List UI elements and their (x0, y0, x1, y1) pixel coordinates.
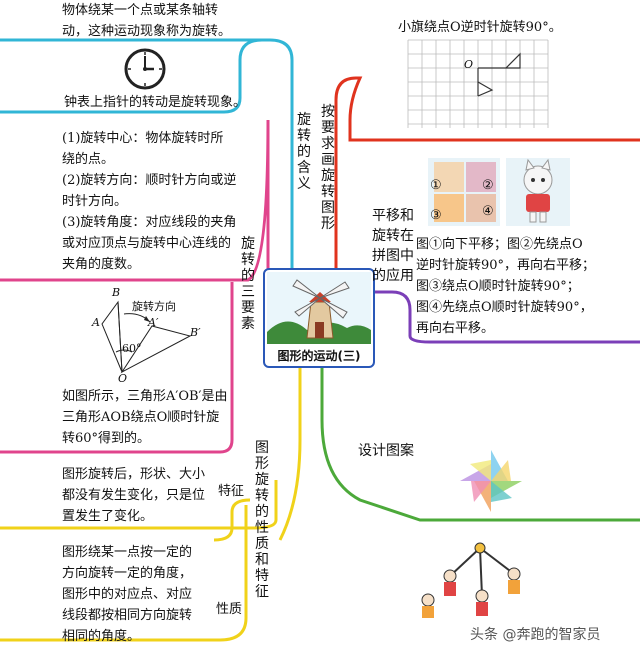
feature-line: 置发生了变化。 (62, 509, 154, 524)
point-label-a-prime: A′ (148, 316, 159, 329)
property-line: 相同的角度。 (62, 629, 141, 644)
meaning-def-line: 动，这种运动现象称为旋转。 (62, 24, 232, 39)
point-label-b: B (112, 286, 121, 299)
piece-number: ③ (430, 208, 442, 223)
windmill-illustration (267, 272, 371, 344)
property-label: 性质 (216, 602, 243, 617)
piece-number: ① (430, 178, 442, 193)
puzzle-label-line: 拼图中 (372, 248, 414, 264)
elements-line: (1)旋转中心：物体旋转时所 (62, 131, 224, 146)
center-node: 图形的运动(三) (263, 268, 375, 368)
elements-line: 时针方向。 (62, 194, 128, 209)
point-label-o: O (118, 372, 128, 385)
center-title: 图形的运动(三) (277, 349, 361, 363)
feature-text: 图形旋转后，形状、大小 都没有发生变化，只是位 置发生了变化。 (62, 464, 205, 527)
branch-label-properties: 图形旋转的性质和特征 (255, 440, 269, 600)
figure-caption: 如图所示，三角形A′OB′是由 三角形AOB绕点O顺时针旋 转60°得到的。 (62, 386, 228, 449)
grid-o-label: O (464, 58, 474, 71)
meaning-definition: 物体绕某一个点或某条轴转 动，这种运动现象称为旋转。 (62, 0, 231, 42)
point-label-a: A (92, 316, 100, 329)
branch-line-puzzle (371, 290, 640, 344)
property-line: 方向旋转一定的角度， (62, 566, 193, 581)
branch-line-design (320, 366, 640, 522)
rotation-figure: B A A′ B′ O 60° 旋转方向 (80, 286, 220, 385)
angle-label: 60° (122, 342, 142, 355)
puzzle-label-line: 旋转在 (372, 228, 414, 244)
branch-line-elements (0, 119, 270, 300)
elements-line: (3)旋转角度：对应线段的夹角 (62, 215, 237, 230)
elements-line: 夹角的度数。 (62, 257, 141, 272)
puzzle-step-line: 再向右平移。 (416, 321, 495, 336)
caption-line: 转60°得到的。 (62, 431, 151, 446)
branch-label-design: 设计图案 (358, 443, 414, 459)
puzzle-step-line: 图①向下平移；图②先绕点O (416, 237, 583, 252)
property-line: 图形中的对应点、对应 (62, 587, 193, 602)
property-line: 线段都按相同方向旋转 (62, 608, 193, 623)
property-text: 图形绕某一点按一定的 方向旋转一定的角度， 图形中的对应点、对应 线段都按相同方… (62, 542, 192, 647)
elements-list: (1)旋转中心：物体旋转时所 绕的点。 (2)旋转方向：顺时针方向或逆 时针方向… (62, 128, 236, 275)
elements-line: (2)旋转方向：顺时针方向或逆 (62, 173, 237, 188)
cat-illustration (506, 158, 570, 226)
puzzle-label-line: 平移和 (372, 208, 414, 224)
clock-note: 钟表上指针的转动是旋转现象。 (64, 95, 247, 110)
caption-line: 三角形AOB绕点O顺时针旋 (62, 410, 220, 425)
puzzle-step-line: 图④先绕点O顺时针旋转90°， (416, 300, 593, 315)
puzzle-label-line: 的应用 (372, 268, 414, 284)
puzzle-steps: 图①向下平移；图②先绕点O 逆时针旋转90°，再向右平移； 图③绕点O顺时针旋转… (416, 234, 595, 339)
branch-label-meaning: 旋转的含义 (297, 112, 311, 192)
piece-number: ④ (482, 204, 494, 219)
branch-label-puzzle: 平移和 旋转在 拼图中 的应用 (372, 206, 414, 286)
meaning-def-line: 物体绕某一个点或某条轴转 (62, 3, 219, 18)
elements-line: 或对应顶点与旋转中心连线的 (62, 236, 232, 251)
carousel-illustration (421, 542, 521, 618)
branch-label-elements: 旋转的三要素 (241, 236, 255, 332)
feature-label: 特征 (218, 484, 245, 499)
piece-number: ② (482, 178, 494, 193)
direction-label: 旋转方向 (132, 300, 176, 313)
feature-line: 都没有发生变化，只是位 (62, 488, 206, 503)
draw-caption: 小旗绕点O逆时针旋转90°。 (398, 20, 562, 35)
branch-line-draw (334, 76, 640, 268)
branch-line-properties (278, 366, 302, 541)
branch-label-draw: 按要求画旋转图形 (321, 104, 335, 232)
caption-line: 如图所示，三角形A′OB′是由 (62, 389, 228, 404)
pinwheel-pattern (460, 450, 522, 512)
branch-line-meaning (0, 38, 294, 268)
watermark: 头条 @奔跑的智家员 (470, 627, 601, 643)
property-line: 图形绕某一点按一定的 (62, 545, 193, 560)
puzzle-pieces-image: ① ② ③ ④ (428, 158, 500, 226)
puzzle-step-line: 逆时针旋转90°，再向右平移； (416, 258, 596, 273)
grid-figure (407, 39, 549, 128)
feature-line: 图形旋转后，形状、大小 (62, 467, 206, 482)
elements-line: 绕的点。 (62, 152, 115, 167)
clock-icon (124, 48, 166, 90)
point-label-b-prime: B′ (190, 326, 201, 339)
puzzle-step-line: 图③绕点O顺时针旋转90°； (416, 279, 580, 294)
